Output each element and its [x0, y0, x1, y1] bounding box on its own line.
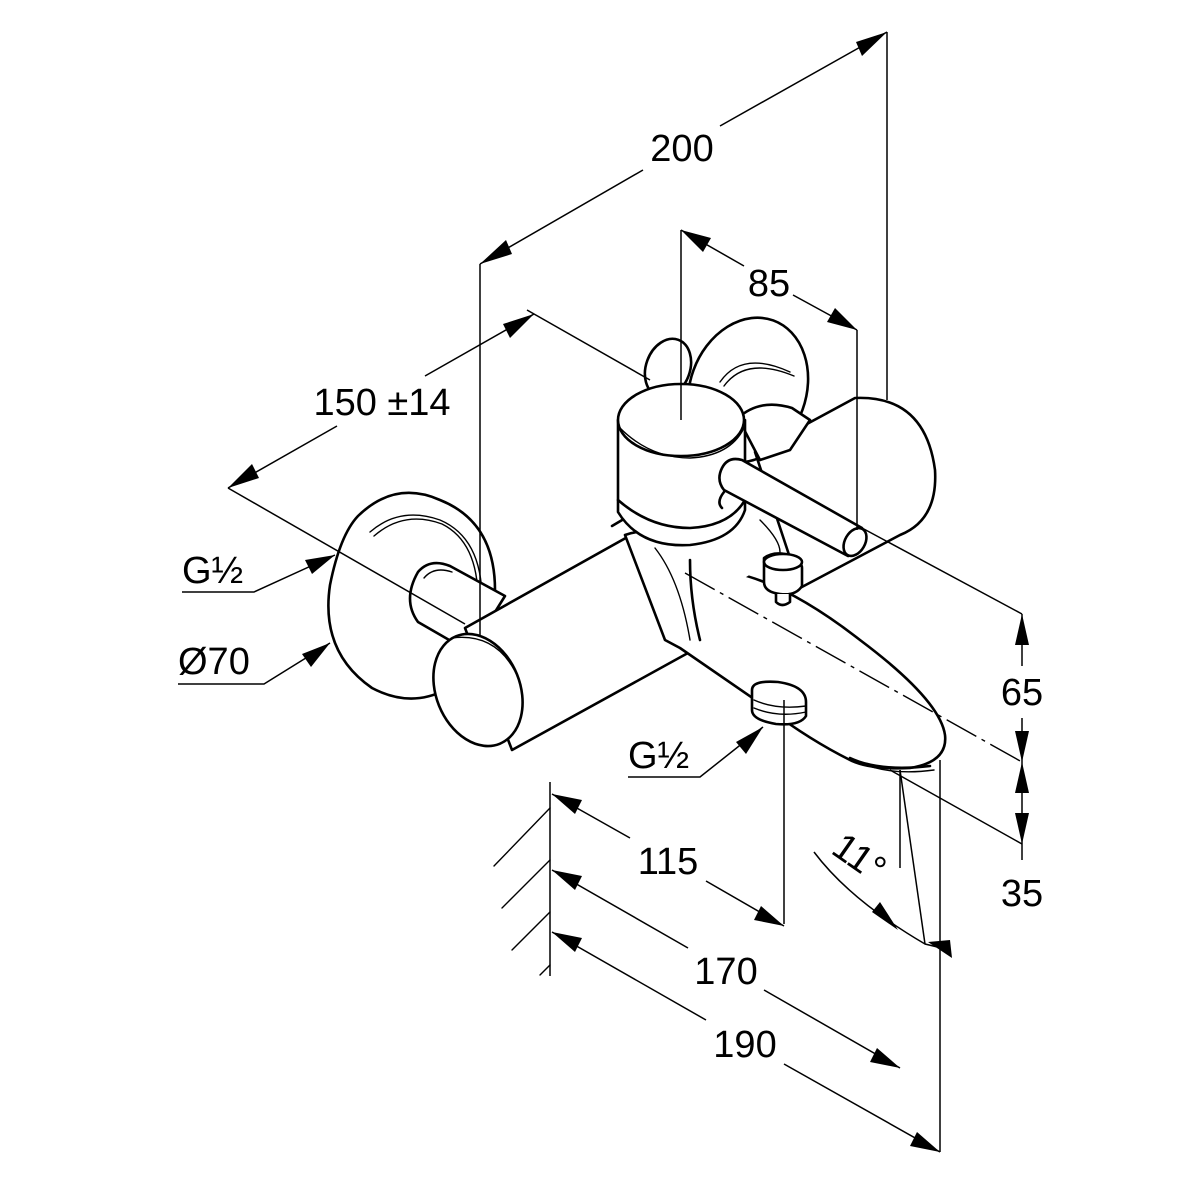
label-connection-centres: 150 ±14 [313, 382, 450, 424]
label-height-below: 35 [1001, 873, 1043, 915]
arrow-head [736, 727, 763, 754]
label-overall-width: 200 [650, 128, 713, 170]
dimension-labels: 200 85 150 ±14 G½ Ø70 G½ 65 35 115 170 1… [178, 128, 1043, 1066]
arrow-head [552, 870, 582, 890]
arrow-head [856, 32, 887, 56]
arrow-head [681, 230, 711, 252]
arrow-head [1015, 813, 1029, 844]
label-handle-offset: 85 [748, 263, 790, 305]
leader-inlet-thread [182, 554, 336, 593]
arrow-head [910, 1132, 940, 1152]
arrow-head [1015, 614, 1029, 645]
mixer-body [432, 458, 947, 773]
dimension-lines [178, 31, 1029, 1153]
dim-11-degree-arc [813, 851, 951, 951]
arrow-head [305, 555, 335, 574]
extension-lines [227, 32, 1023, 1152]
arrow-head [1015, 731, 1029, 762]
arrow-head [480, 240, 512, 264]
arrow-head [552, 932, 582, 952]
arrow-head [870, 1048, 900, 1068]
label-spout-projection: 170 [694, 951, 757, 993]
mixer-geometry [327, 316, 947, 773]
label-spout-angle: 11° [824, 825, 893, 891]
label-escutcheon-diameter: Ø70 [178, 641, 250, 683]
label-inlet-thread: G½ [182, 550, 243, 592]
arrow-head [754, 906, 784, 926]
arrow-head [1015, 762, 1029, 793]
dim-190-line-b [783, 1063, 941, 1153]
temperature-handle [736, 396, 937, 590]
arrow-head [928, 940, 952, 958]
label-outlet-projection: 115 [638, 841, 699, 883]
arrow-head [872, 902, 898, 930]
arrow-head [552, 794, 582, 814]
label-height-above: 65 [1001, 672, 1043, 714]
label-outlet-thread: G½ [628, 735, 689, 777]
arrow-head [228, 464, 259, 488]
arrow-head [302, 643, 330, 667]
arrow-head [503, 314, 534, 338]
label-total-projection: 190 [713, 1024, 776, 1066]
dim-190-line-a [551, 931, 707, 1021]
wall-hatch [493, 807, 551, 976]
arrow-head [827, 308, 857, 330]
